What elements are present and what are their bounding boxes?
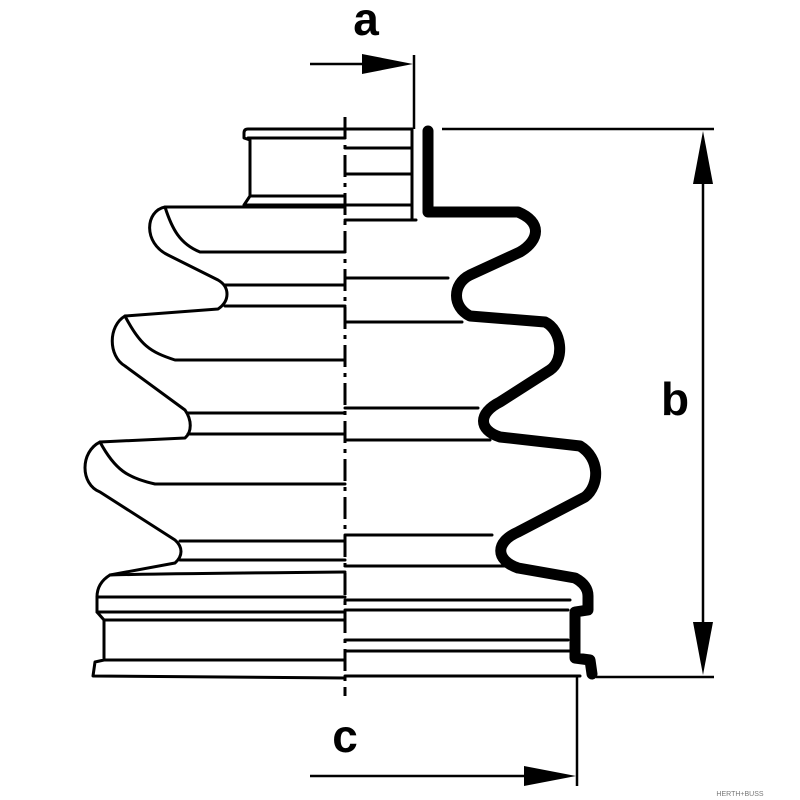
bellows-outline [83,205,347,680]
boot-section-inner-lines [343,127,582,678]
dimension-c-label: c [332,710,358,762]
dimension-c [310,677,579,786]
fold-ring [163,205,347,254]
dimension-b-arrowhead-top [693,131,713,184]
boot-wall-section [422,125,602,680]
dimension-b-arrowhead-bottom [693,622,713,675]
dimension-b-label: b [661,373,689,425]
fold-ring [123,314,347,362]
dimension-c-arrowhead [524,766,576,786]
dimension-a-label: a [353,0,379,45]
dimension-b [442,127,714,679]
dimension-a [310,54,416,129]
watermark-text: HERTH+BUSS [716,791,763,798]
boot-exterior-outline [83,127,347,680]
fold-ring [98,440,347,486]
top-collar [242,127,347,207]
fold-ring [108,570,347,577]
dimension-a-arrowhead [362,54,413,74]
